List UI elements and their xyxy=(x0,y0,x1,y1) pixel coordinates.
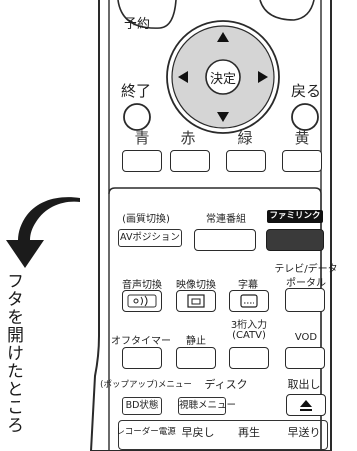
red-label: 赤 xyxy=(180,129,196,147)
eject-label: 取出し xyxy=(287,378,321,391)
vod-label: VOD xyxy=(294,332,318,343)
dpad-center-label[interactable]: 決定 xyxy=(209,72,237,87)
yellow-button[interactable] xyxy=(282,150,322,172)
three-digit-label-2: (CATV) xyxy=(232,330,266,341)
audio-switch-label: 音声切換 xyxy=(122,280,162,291)
familink-label: ファミリンク xyxy=(267,210,323,223)
pause-label: 静止 xyxy=(186,336,206,347)
triangle-left-icon xyxy=(178,71,188,83)
subtitle-box-icon xyxy=(240,294,258,308)
side-caption: フタを開けたところ xyxy=(3,272,23,434)
top-button-frame xyxy=(117,0,315,29)
subtitle-label: 字幕 xyxy=(238,280,258,291)
triangle-down-icon xyxy=(217,112,229,122)
audio-wave-icon xyxy=(127,294,157,308)
av-position-button[interactable]: AVポジション xyxy=(118,229,182,247)
recorder-power-label: レコーダー電源 xyxy=(116,427,176,437)
fast-forward-label: 早送り xyxy=(287,426,321,439)
dpad[interactable] xyxy=(166,20,280,134)
popup-menu-label: (ポップアップ)メニュー xyxy=(100,380,192,390)
end-button[interactable] xyxy=(122,102,152,132)
reserve-label[interactable]: 予約 xyxy=(123,17,151,32)
tv-data-label-1: テレビ/データ xyxy=(274,264,338,275)
play-label: 再生 xyxy=(238,426,260,439)
back-button[interactable] xyxy=(290,102,320,132)
pause-button[interactable] xyxy=(176,347,216,369)
video-frame-icon xyxy=(187,294,205,308)
tv-data-label-2: ポータル xyxy=(286,278,326,289)
bd-status-button[interactable]: BD状態 xyxy=(122,397,162,415)
picture-switch-label: (画質切換) xyxy=(122,214,170,225)
eject-icon xyxy=(300,400,312,411)
triangle-up-icon xyxy=(217,32,229,42)
green-label: 緑 xyxy=(237,129,253,147)
rewind-label: 早戻し xyxy=(181,426,215,439)
off-timer-button[interactable] xyxy=(122,347,162,369)
red-button[interactable] xyxy=(170,150,210,172)
vod-button[interactable] xyxy=(285,347,325,369)
green-button[interactable] xyxy=(226,150,266,172)
three-digit-button[interactable] xyxy=(229,347,269,369)
tv-data-portal-button[interactable] xyxy=(285,288,325,312)
video-switch-label: 映像切換 xyxy=(176,280,216,291)
viewing-menu-button[interactable]: 視聴メニュー xyxy=(178,397,236,415)
triangle-right-icon xyxy=(258,71,268,83)
disc-label: ディスク xyxy=(204,378,248,391)
yellow-label: 黄 xyxy=(294,129,310,147)
blue-label: 青 xyxy=(134,129,150,147)
blue-button[interactable] xyxy=(122,150,162,172)
end-label: 終了 xyxy=(120,82,152,100)
regular-channel-button[interactable] xyxy=(194,229,256,251)
regular-channel-label: 常連番組 xyxy=(206,214,246,225)
off-timer-label: オフタイマー xyxy=(111,336,171,347)
curved-down-arrow-icon xyxy=(6,197,80,268)
back-label: 戻る xyxy=(290,82,322,100)
familink-button[interactable] xyxy=(266,229,324,251)
three-digit-label-1: 3桁入力 xyxy=(230,320,268,331)
